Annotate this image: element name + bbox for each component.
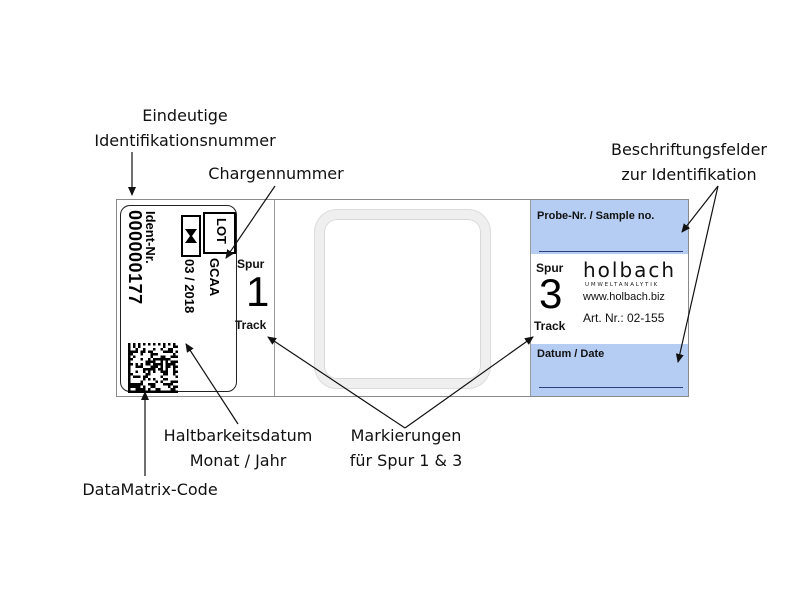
brand-subtitle: UMWELTANALYTIK [585, 282, 660, 288]
date-field[interactable]: Datum / Date [531, 344, 688, 396]
article-number: Art. Nr.: 02-155 [583, 311, 665, 325]
date-label: Datum / Date [537, 348, 605, 360]
annotation-marks-line1: Markierungen [350, 426, 462, 445]
lot-label: LOT [214, 218, 229, 244]
annotation-charge: Chargennummer [208, 164, 344, 183]
annotation-marks-line2: für Spur 1 & 3 [349, 451, 463, 470]
date-line [539, 387, 683, 388]
sample-window [315, 210, 490, 388]
sample-window-area [274, 200, 531, 396]
hourglass-box [181, 215, 201, 257]
track1-track-label: Track [235, 318, 267, 332]
ident-number: 000000177 [125, 210, 145, 305]
annotation-expiry: Haltbarkeitsdatum Monat / Jahr [148, 423, 328, 473]
annotation-ident-line1: Eindeutige [142, 106, 228, 125]
annotation-ident-line2: Identifikationsnummer [94, 131, 276, 150]
track1-number: 1 [246, 268, 270, 315]
sample-number-line [539, 251, 683, 252]
track3-number: 3 [539, 270, 563, 317]
sample-slide: Ident-Nr. 000000177 LOT GCAA 03 / 2018 S… [116, 199, 689, 397]
annotation-expiry-line2: Monat / Jahr [189, 451, 287, 470]
track3-spur-label: Spur [536, 261, 564, 275]
brand-url: www.holbach.biz [583, 291, 665, 303]
hourglass-icon [185, 229, 197, 243]
ident-label: Ident-Nr. [143, 211, 158, 264]
annotation-fields: Beschriftungsfelder zur Identifikation [594, 137, 784, 187]
identification-label-card: Ident-Nr. 000000177 LOT GCAA 03 / 2018 [120, 205, 237, 393]
annotation-ident-number: Eindeutige Identifikationsnummer [90, 103, 280, 153]
track1-spur-label: Spur [237, 257, 265, 271]
annotation-fields-line2: zur Identifikation [621, 165, 757, 184]
annotation-marks: Markierungen für Spur 1 & 3 [326, 423, 486, 473]
datamatrix-code [128, 343, 178, 393]
track3-track-label: Track [534, 319, 566, 333]
annotation-datamatrix: DataMatrix-Code [82, 480, 218, 499]
annotation-expiry-line1: Haltbarkeitsdatum [163, 426, 313, 445]
brand-name: holbach [583, 258, 677, 282]
identification-panel: Ident-Nr. 000000177 LOT GCAA 03 / 2018 S… [117, 200, 273, 396]
expiry-date: 03 / 2018 [182, 259, 197, 314]
lot-value: GCAA [207, 258, 222, 297]
label-fields-panel: Probe-Nr. / Sample no. Spur 3 Track holb… [531, 200, 688, 396]
lot-box: LOT [203, 212, 236, 254]
annotation-fields-line1: Beschriftungsfelder [610, 140, 767, 159]
sample-number-field[interactable]: Probe-Nr. / Sample no. [531, 200, 688, 254]
sample-number-label: Probe-Nr. / Sample no. [537, 210, 655, 222]
